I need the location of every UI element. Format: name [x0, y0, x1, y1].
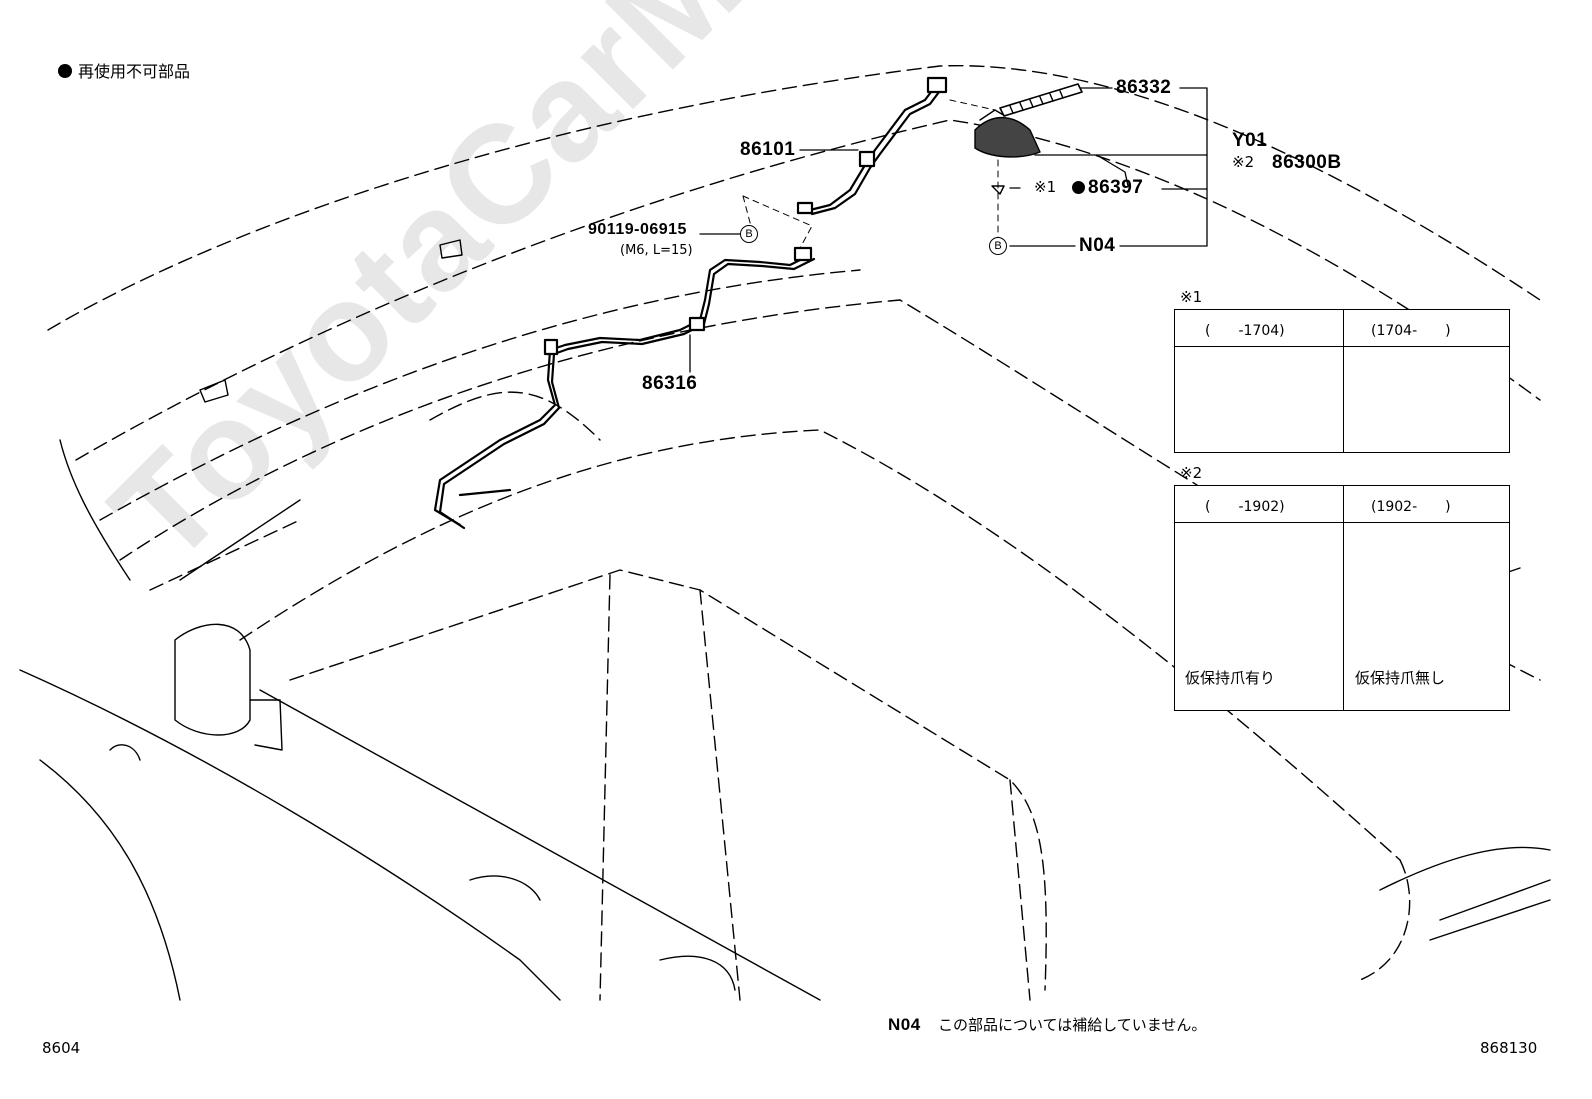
footer-left-code: 8604 — [42, 1039, 81, 1057]
guide-dashed-lines — [742, 99, 999, 249]
table1: ( -1704) (1704- ) — [1174, 309, 1510, 453]
part-90119-label[interactable]: 90119-06915 — [588, 221, 687, 238]
part-86316-label[interactable]: 86316 — [642, 373, 698, 394]
table1-col1-header: ( -1704) — [1205, 323, 1285, 339]
table2-title: ※2 — [1180, 464, 1203, 482]
ref-b-marker-right: B — [989, 237, 1007, 255]
antenna-cable-86101 — [796, 76, 948, 216]
antenna-base-86300b — [974, 109, 1041, 158]
table1-divider-v — [1343, 310, 1345, 452]
table1-divider-h — [1175, 346, 1509, 348]
part-86397-label[interactable]: 86397 — [1072, 178, 1143, 197]
legend-text: 再使用不可部品 — [78, 62, 191, 81]
non-reusable-icon — [1072, 181, 1085, 194]
table1-title: ※1 — [1180, 288, 1203, 306]
footer-right-code: 868130 — [1480, 1039, 1538, 1057]
leader-lines — [689, 87, 1208, 373]
part-n04-label[interactable]: N04 — [1079, 235, 1116, 256]
part-86300b-label[interactable]: 86300B — [1272, 152, 1342, 173]
footer-n04-note: この部品については補給していません。 — [938, 1016, 1207, 1034]
note1-mark: ※1 — [1034, 178, 1057, 196]
bolt-spec: (M6, L=15) — [620, 243, 693, 258]
table1-col2-header: (1704- ) — [1371, 323, 1451, 339]
table2-col2-header: (1902- ) — [1371, 499, 1451, 515]
part-y01-label[interactable]: Y01 — [1232, 130, 1268, 151]
part-86332-label[interactable]: 86332 — [1116, 77, 1172, 98]
body-solid-lines — [19, 239, 1551, 1001]
bullet-icon — [58, 64, 72, 78]
footer-n04-code: N04 — [888, 1015, 921, 1034]
table2: ( -1902) (1902- ) 仮保持爪有り 仮保持爪無し — [1174, 485, 1510, 711]
antenna-rod-86332 — [999, 83, 1083, 117]
legend-non-reusable: 再使用不可部品 — [58, 64, 190, 80]
cable-86316 — [433, 246, 816, 530]
table2-divider-h — [1175, 522, 1509, 524]
table2-divider-v — [1343, 486, 1345, 710]
table2-caption-without-claw: 仮保持爪無し — [1355, 669, 1446, 687]
part-86397-number: 86397 — [1088, 177, 1144, 198]
note2-mark: ※2 — [1232, 153, 1255, 171]
table2-col1-header: ( -1902) — [1205, 499, 1285, 515]
part-86101-label[interactable]: 86101 — [740, 139, 796, 160]
table2-caption-with-claw: 仮保持爪有り — [1185, 669, 1276, 687]
ref-b-marker-left: B — [740, 225, 758, 243]
